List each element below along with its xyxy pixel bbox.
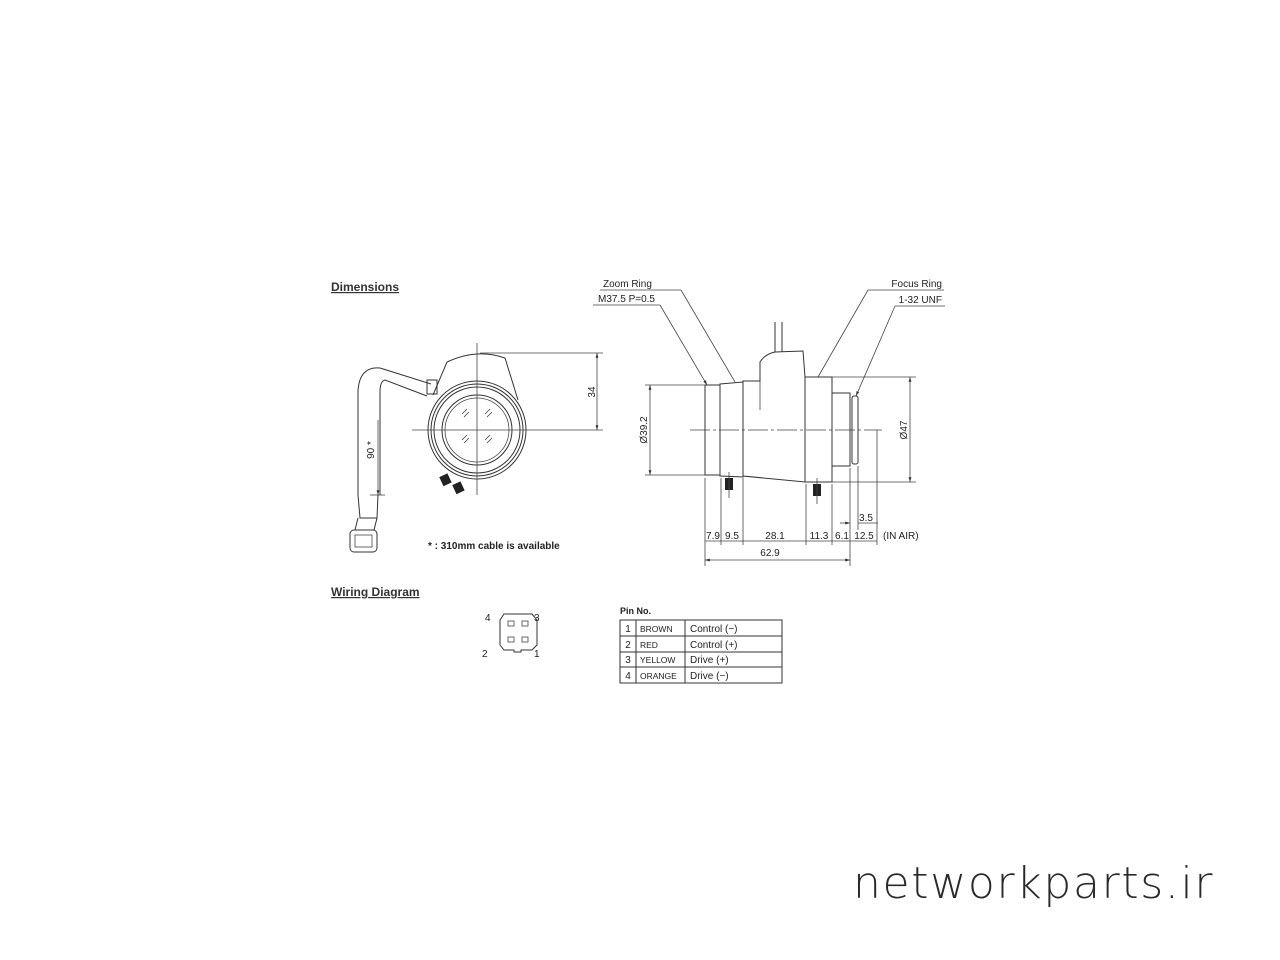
pin-function: Control (+)	[690, 640, 738, 651]
wiring-title: Wiring Diagram	[331, 585, 420, 599]
dim-segment: 12.5	[854, 531, 874, 542]
dim-segment: 28.1	[765, 531, 785, 542]
connector-pinout: 4 3 2 1	[482, 613, 540, 660]
wire-color: ORANGE	[640, 671, 677, 681]
dimensions-title: Dimensions	[331, 280, 399, 294]
pin-label: 4	[485, 613, 491, 624]
pin-number: 2	[625, 640, 631, 651]
cable-dimension: 90 *	[366, 441, 377, 459]
pin-label: 1	[534, 649, 540, 660]
pin-function: Drive (−)	[690, 671, 729, 682]
dim-segment: 7.9	[706, 531, 720, 542]
mount-label: 1-32 UNF	[899, 295, 942, 306]
dim-segment: 11.3	[810, 531, 829, 542]
table-row: 3 YELLOW Drive (+)	[625, 655, 728, 666]
screw-icon	[439, 473, 452, 487]
pin-table-title: Pin No.	[620, 606, 651, 616]
wire-color: BROWN	[640, 624, 673, 634]
pin-number: 3	[625, 655, 631, 666]
wire-color: RED	[640, 640, 658, 650]
rear-diameter: Ø47	[899, 420, 910, 439]
pin-number: 1	[625, 624, 631, 635]
cable-note: * : 310mm cable is available	[428, 541, 560, 552]
pin-table: Pin No. 1 BROWN Control (−) 2 RED Control (+…	[619, 606, 783, 684]
dim-segment: 6.1	[835, 531, 849, 542]
height-dimension: 34	[587, 386, 598, 398]
in-air-label: (IN AIR)	[883, 531, 919, 542]
wire-color: YELLOW	[640, 655, 675, 665]
flange-dimension: 3.5	[859, 513, 873, 524]
pin-function: Drive (+)	[690, 655, 729, 666]
screw-icon	[452, 481, 465, 495]
pin-label: 2	[482, 649, 488, 660]
lens-glare-icon	[461, 408, 493, 444]
front-diameter: Ø39.2	[639, 416, 650, 444]
pin-number: 4	[625, 671, 631, 682]
zoom-ring-label: Zoom Ring	[603, 279, 652, 290]
zoom-thread-label: M37.5 P=0.5	[598, 294, 655, 305]
table-row: 1 BROWN Control (−)	[625, 624, 737, 635]
watermark: networkparts.ir	[853, 858, 1213, 909]
table-row: 4 ORANGE Drive (−)	[625, 671, 728, 682]
connector-icon	[354, 534, 373, 548]
focus-ring-label: Focus Ring	[891, 279, 942, 290]
side-view: Zoom Ring M37.5 P=0.5 Focus Ring 1-32 UN…	[593, 279, 945, 566]
table-row: 2 RED Control (+)	[625, 640, 737, 651]
front-view: 34 90 * * : 310mm cable is available	[349, 343, 603, 553]
dim-segment: 9.5	[725, 531, 739, 542]
total-length: 62.9	[760, 548, 780, 559]
pin-function: Control (−)	[690, 624, 738, 635]
pin-label: 3	[534, 613, 540, 624]
